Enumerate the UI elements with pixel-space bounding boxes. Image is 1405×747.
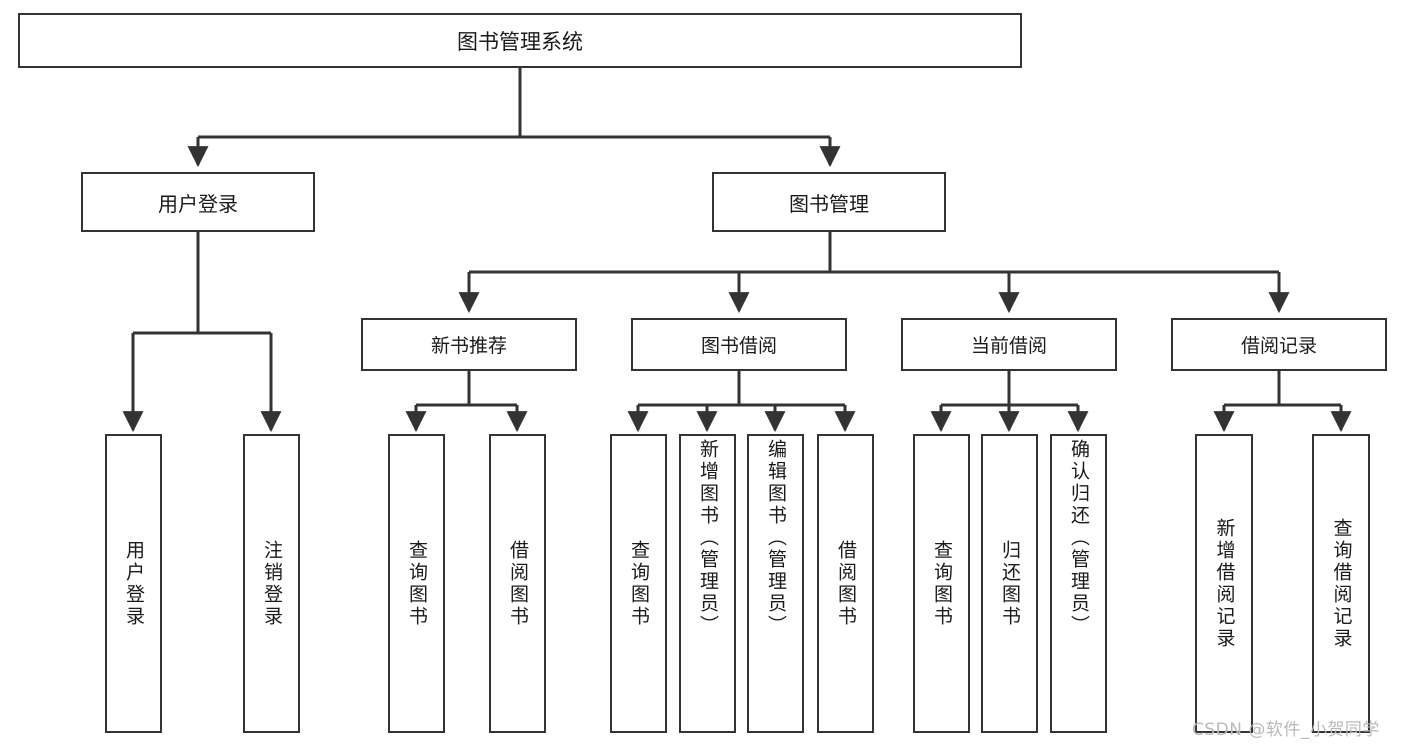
leaf-borrow-query-book[interactable]: 查询图书 xyxy=(610,434,667,733)
leaf-new-book-query[interactable]: 查询图书 xyxy=(388,434,445,733)
leaf-label: 确认归还（管理员） xyxy=(1068,439,1090,637)
node-book-borrow[interactable]: 图书借阅 xyxy=(631,318,847,371)
leaf-label: 注销登录 xyxy=(261,539,283,628)
leaf-label: 借阅图书 xyxy=(507,539,529,628)
leaf-current-return-book[interactable]: 归还图书 xyxy=(981,434,1038,733)
leaf-user-login-signin[interactable]: 用户登录 xyxy=(105,434,162,733)
node-label: 当前借阅 xyxy=(970,335,1047,357)
leaf-user-login-signout[interactable]: 注销登录 xyxy=(243,434,300,733)
leaf-label: 查询图书 xyxy=(931,539,953,628)
leaf-current-confirm-return-admin[interactable]: 确认归还（管理员） xyxy=(1050,434,1107,733)
node-label: 图书管理系统 xyxy=(457,29,583,54)
leaf-current-query-book[interactable]: 查询图书 xyxy=(913,434,970,733)
watermark-text: CSDN @软件_小贺同学 xyxy=(1192,720,1380,740)
leaf-record-query-record[interactable]: 查询借阅记录 xyxy=(1312,434,1370,733)
leaf-label: 归还图书 xyxy=(999,539,1021,628)
node-label: 新书推荐 xyxy=(430,335,507,357)
leaf-label: 查询图书 xyxy=(406,539,428,628)
node-current-borrow[interactable]: 当前借阅 xyxy=(901,318,1117,371)
node-book-management[interactable]: 图书管理 xyxy=(712,172,946,232)
leaf-borrow-add-book-admin[interactable]: 新增图书（管理员） xyxy=(679,434,736,733)
leaf-label: 编辑图书（管理员） xyxy=(765,439,787,637)
node-borrow-record[interactable]: 借阅记录 xyxy=(1171,318,1387,371)
node-user-login[interactable]: 用户登录 xyxy=(81,172,315,232)
node-label: 图书借阅 xyxy=(700,335,777,357)
node-new-book-recommend[interactable]: 新书推荐 xyxy=(361,318,577,371)
leaf-record-add-record[interactable]: 新增借阅记录 xyxy=(1195,434,1253,733)
leaf-label: 用户登录 xyxy=(123,539,145,628)
node-label: 图书管理 xyxy=(789,191,869,216)
leaf-label: 查询图书 xyxy=(628,539,650,628)
leaf-borrow-borrow-book[interactable]: 借阅图书 xyxy=(817,434,874,733)
leaf-label: 新增图书（管理员） xyxy=(697,439,719,637)
leaf-new-book-borrow[interactable]: 借阅图书 xyxy=(489,434,546,733)
csdn-watermark: CSDN @软件_小贺同学 xyxy=(1192,715,1380,740)
leaf-borrow-edit-book-admin[interactable]: 编辑图书（管理员） xyxy=(747,434,804,733)
leaf-label: 查询借阅记录 xyxy=(1330,517,1353,650)
node-label: 借阅记录 xyxy=(1240,335,1317,357)
leaf-label: 新增借阅记录 xyxy=(1213,517,1236,650)
node-root-system[interactable]: 图书管理系统 xyxy=(18,13,1022,68)
leaf-label: 借阅图书 xyxy=(835,539,857,628)
node-label: 用户登录 xyxy=(158,191,238,216)
